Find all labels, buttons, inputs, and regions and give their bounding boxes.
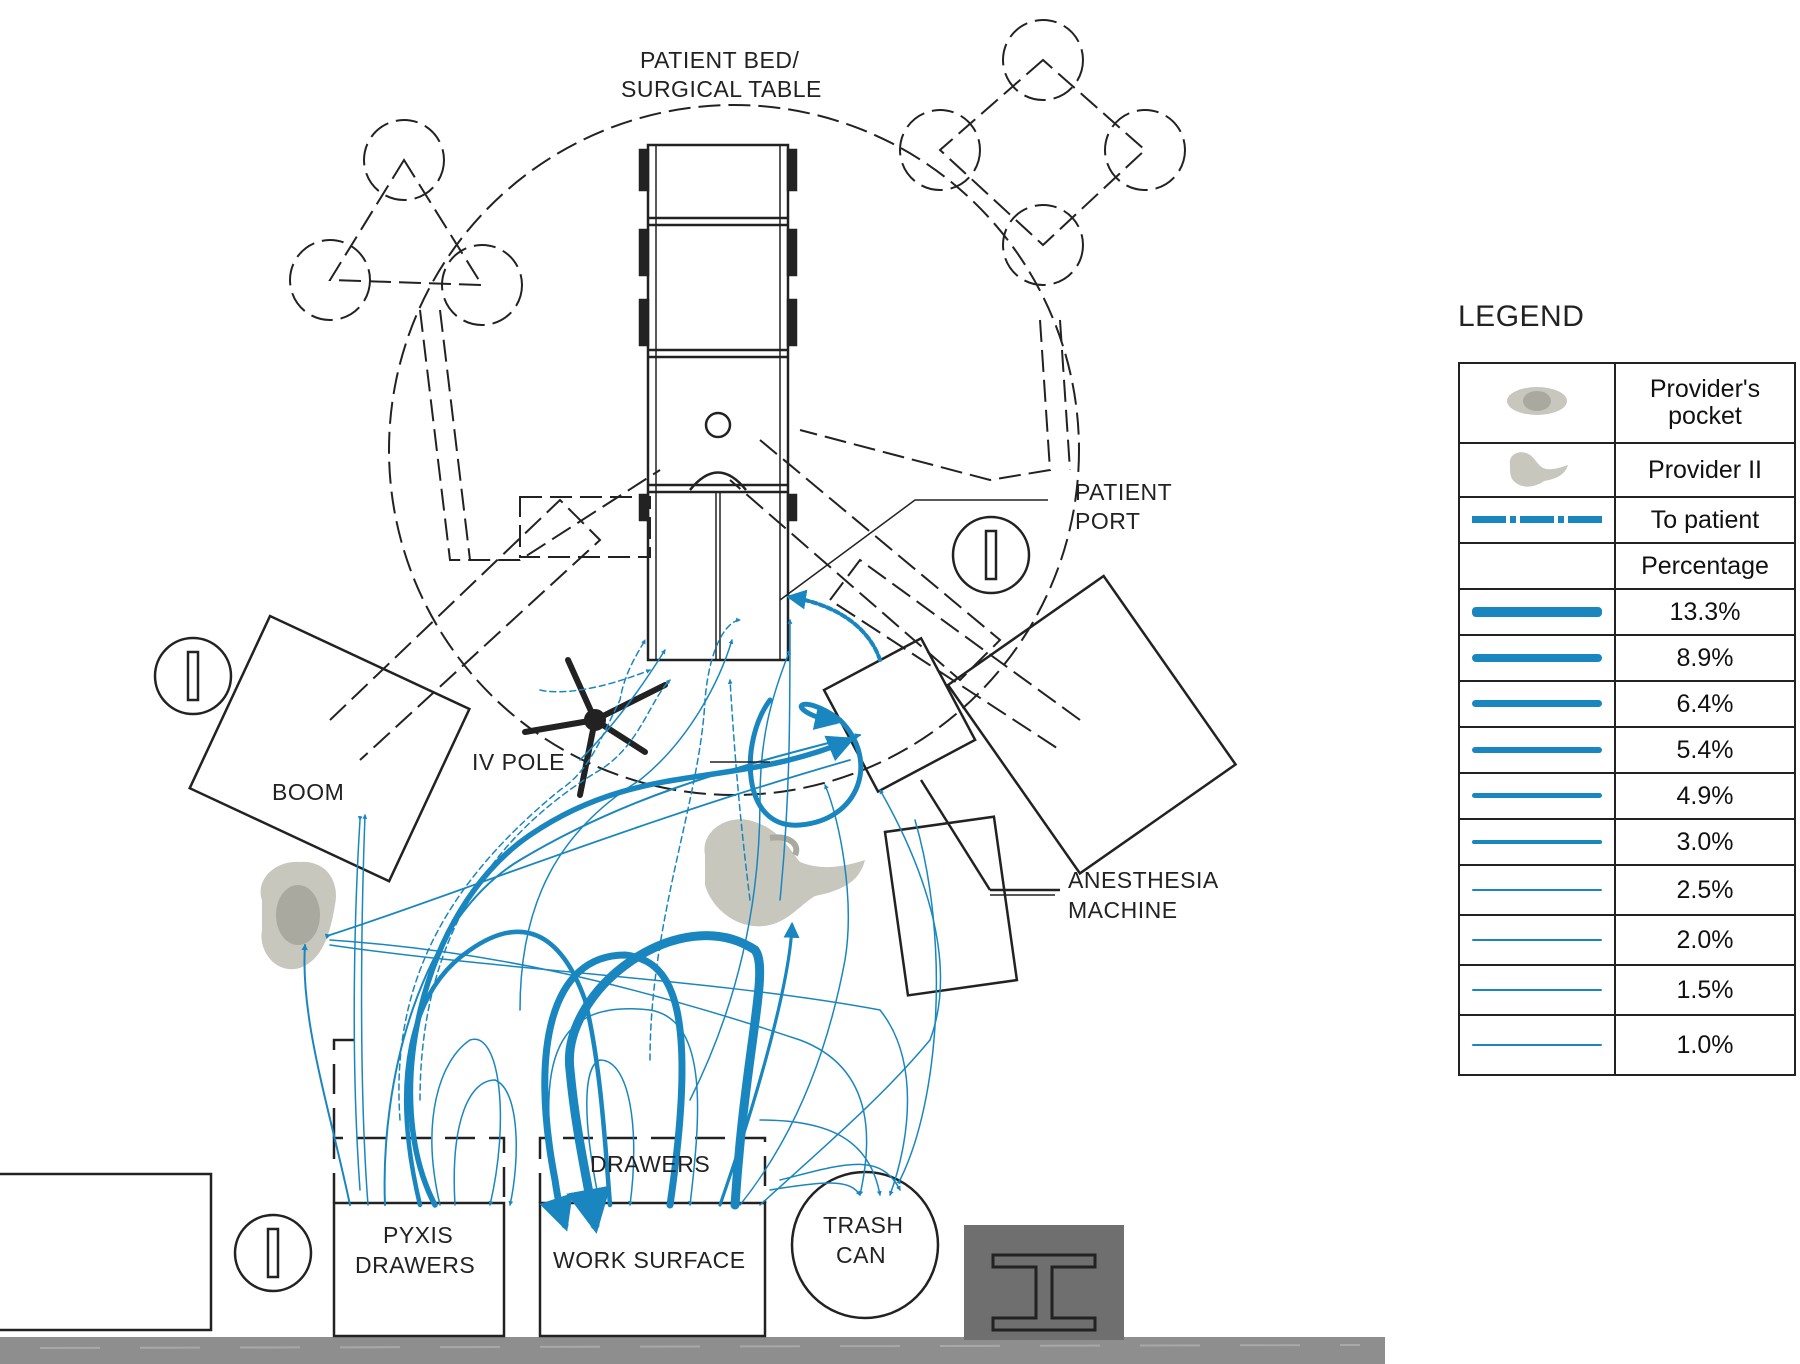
legend-label: 1.0%	[1614, 1014, 1796, 1076]
flow-line-8-9	[539, 951, 686, 1232]
legend-label: 3.0%	[1614, 818, 1796, 866]
flow-line-3-0	[718, 921, 800, 1207]
flow-line-icon	[1472, 746, 1602, 753]
flow-line-icon	[1472, 1044, 1602, 1046]
pyxis-drawers	[332, 1038, 506, 1338]
pyxis-drawers-label-line1: PYXIS	[383, 1222, 453, 1248]
work-surface-label: WORK SURFACE	[553, 1247, 746, 1273]
provider-ii-figure	[704, 819, 865, 927]
flow-line-icon	[1472, 989, 1602, 991]
patient-bed-label-line1: PATIENT BED/	[640, 47, 799, 73]
legend-label: 2.0%	[1614, 914, 1796, 966]
legend-row: 1.0%	[1458, 1014, 1796, 1076]
drawers-label: DRAWERS	[590, 1151, 710, 1177]
surgical-lights	[289, 19, 1186, 796]
legend-row: Provider II	[1458, 442, 1796, 498]
flow-line-icon	[1472, 889, 1602, 891]
legend-row: 3.0%	[1458, 818, 1796, 866]
flow-line-4-9	[404, 929, 613, 1208]
outlet-symbol-left	[153, 636, 233, 716]
trash-can-label-line1: TRASH	[823, 1212, 903, 1238]
to-patient-dashed-line-icon	[1472, 516, 1602, 524]
flow-line-icon	[1472, 793, 1602, 799]
legend-row: Provider's pocket	[1458, 362, 1796, 444]
boom-label: BOOM	[272, 779, 344, 805]
legend-row: To patient	[1458, 496, 1796, 544]
flow-line-5-4	[747, 697, 864, 828]
legend-label: To patient	[1614, 496, 1796, 544]
legend-title: LEGEND	[1458, 300, 1585, 333]
pyxis-drawers-label-line2: DRAWERS	[355, 1252, 475, 1278]
legend-label: 1.5%	[1614, 964, 1796, 1016]
flow-line-icon	[1472, 606, 1602, 617]
left-counter	[0, 1172, 213, 1332]
legend-label: 2.5%	[1614, 864, 1796, 916]
providers-pocket-icon	[1507, 386, 1567, 415]
legend-label: Provider's pocket	[1614, 362, 1796, 444]
legend-label: 4.9%	[1614, 772, 1796, 820]
label-leaders	[710, 499, 1055, 896]
iv-pole-label: IV POLE	[472, 749, 565, 775]
anesthesia-machine	[822, 574, 1238, 997]
flow-line-icon	[1472, 840, 1602, 844]
anesthesia-machine-label-line1: ANESTHESIA	[1068, 867, 1219, 893]
structural-column	[964, 1225, 1124, 1340]
outlet-symbol-right	[951, 515, 1031, 595]
legend-row: 2.5%	[1458, 864, 1796, 916]
outlet-symbol-bottom	[233, 1213, 313, 1293]
legend-row: 8.9%	[1458, 634, 1796, 682]
work-surface	[538, 1136, 767, 1338]
legend-label: Percentage	[1614, 542, 1796, 590]
legend-label: Provider II	[1614, 442, 1796, 498]
provider-pocket-figure	[260, 861, 336, 970]
surgical-table	[638, 143, 798, 662]
patient-port-label-line1: PATIENT	[1075, 479, 1172, 505]
floor	[0, 1337, 1385, 1364]
legend-row: 6.4%	[1458, 680, 1796, 728]
legend-row: 1.5%	[1458, 964, 1796, 1016]
legend-label: 5.4%	[1614, 726, 1796, 774]
legend-label: 8.9%	[1614, 634, 1796, 682]
patient-port-label-line2: PORT	[1075, 508, 1140, 534]
legend-row: Percentage	[1458, 542, 1796, 590]
legend-row: 2.0%	[1458, 914, 1796, 966]
legend-row: 4.9%	[1458, 772, 1796, 820]
legend-row: 5.4%	[1458, 726, 1796, 774]
legend-table: Provider's pocket Provider II To patient…	[1458, 362, 1796, 1076]
flow-line-icon	[1472, 700, 1602, 708]
flow-line-13-3	[565, 931, 765, 1234]
anesthesia-machine-label-line2: MACHINE	[1068, 897, 1178, 923]
flow-lines	[301, 589, 942, 1234]
flow-line-icon	[1472, 653, 1602, 662]
legend-label: 13.3%	[1614, 588, 1796, 636]
patient-bed-label-line2: SURGICAL TABLE	[621, 76, 822, 102]
flow-line-icon	[1472, 939, 1602, 941]
legend-label: 6.4%	[1614, 680, 1796, 728]
provider-ii-icon	[1509, 451, 1568, 487]
flow-line-6-4	[407, 735, 856, 1208]
trash-can-label-line2: CAN	[836, 1242, 886, 1268]
legend-row: 13.3%	[1458, 588, 1796, 636]
boom	[188, 614, 472, 883]
